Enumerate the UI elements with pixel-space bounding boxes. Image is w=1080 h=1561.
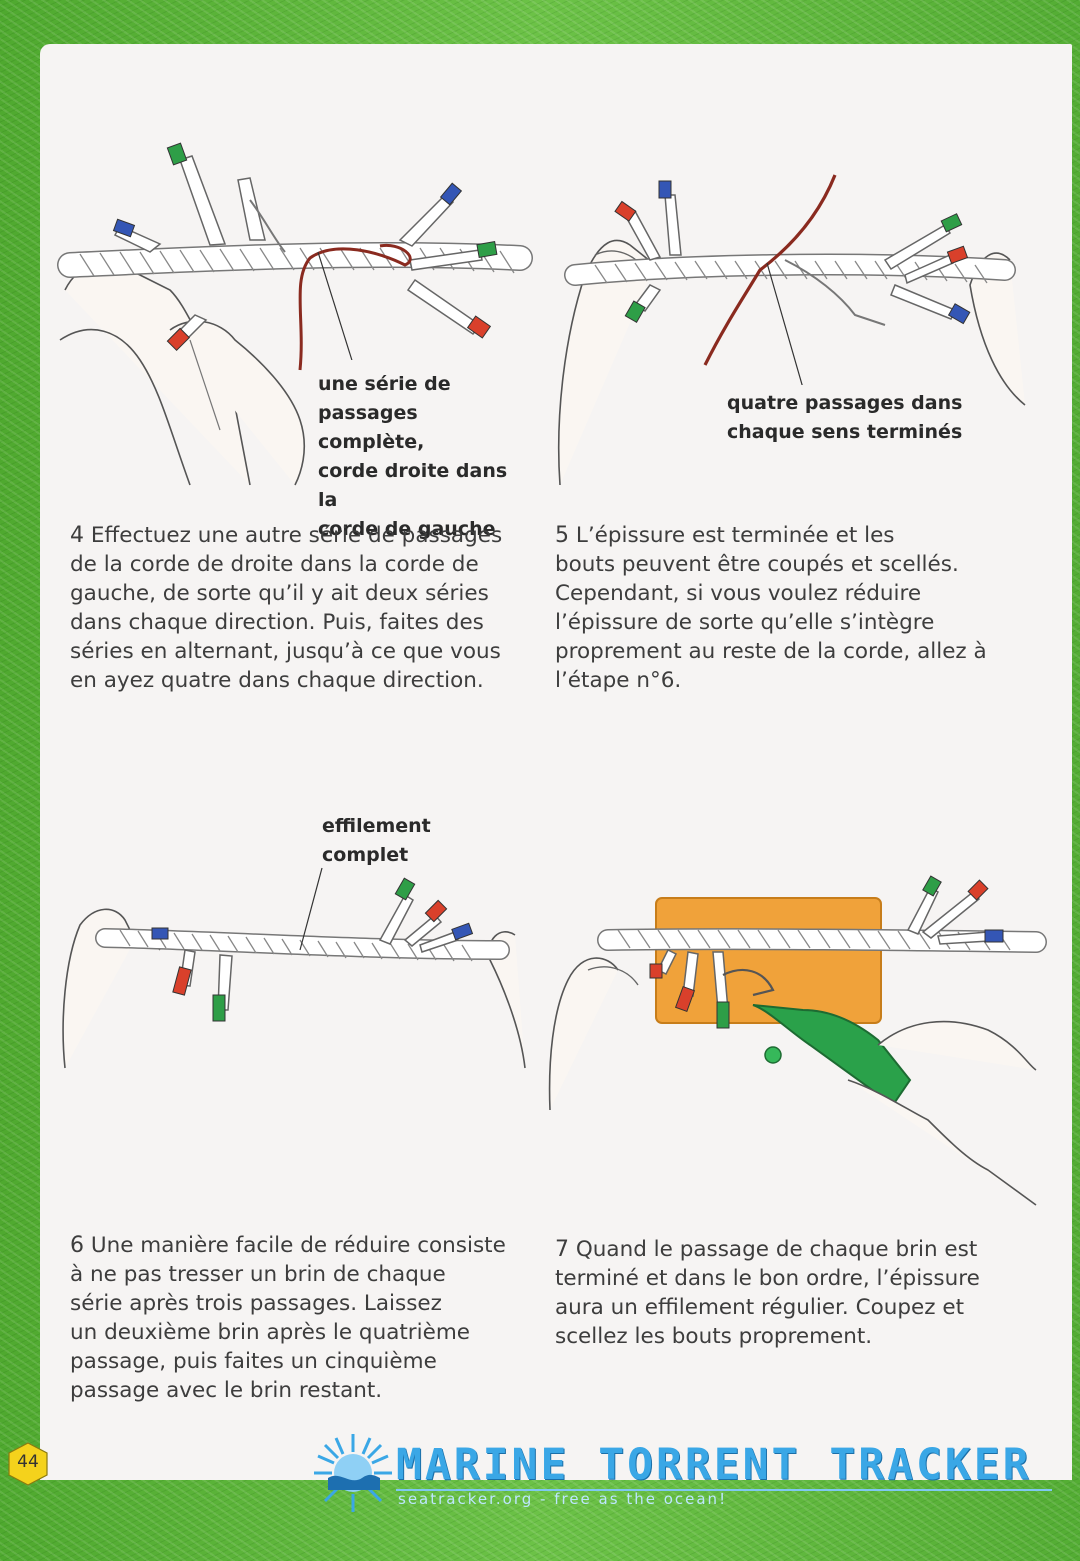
step-7-instructions: 7 Quand le passage de chaque brin est te…	[555, 1235, 1015, 1351]
illustration-step-7	[548, 870, 1047, 1210]
watermark-title: MARINE TORRENT TRACKER	[396, 1440, 1032, 1490]
illustration-step-6: effilement complet	[60, 810, 530, 1075]
sun-wave-logo-icon	[314, 1434, 392, 1512]
callout-step-6-line-2: complet	[322, 844, 409, 866]
callout-step-4-line-2: passages complète,	[318, 402, 425, 453]
callout-step-4: une série de passages complète, corde dr…	[318, 370, 530, 544]
callout-step-5: quatre passages dans chaque sens terminé…	[727, 389, 962, 447]
step-4-number: 4	[70, 523, 84, 548]
page-number-badge: 44	[6, 1441, 50, 1487]
step-4-text: Effectuez une autre série de passages de…	[70, 523, 503, 693]
step-7-text: Quand le passage de chaque brin est term…	[555, 1237, 980, 1349]
illustration-step-5: quatre passages dans chaque sens terminé…	[555, 165, 1026, 490]
step-4-instructions: 4 Effectuez une autre série de passages …	[70, 521, 530, 695]
book-page	[40, 44, 1072, 1480]
step-6-text: Une manière facile de réduire consiste à…	[70, 1233, 506, 1403]
watermark-divider	[396, 1489, 1052, 1491]
step-5-text: L’épissure est terminée et les bouts peu…	[555, 523, 987, 693]
rope-splice-drawing-6	[62, 867, 526, 1069]
page-number: 44	[17, 1452, 39, 1472]
hexagon-icon	[8, 1442, 48, 1486]
step-7-number: 7	[555, 1237, 569, 1262]
callout-step-4-line-1: une série de	[318, 373, 451, 395]
callout-step-6: effilement complet	[322, 812, 431, 870]
callout-step-5-line-1: quatre passages dans	[727, 392, 963, 414]
rope-splice-drawing-4	[57, 142, 533, 490]
step-6-number: 6	[70, 1233, 84, 1258]
callout-step-4-line-4: corde de gauche	[318, 518, 496, 540]
illustration-step-4: une série de passages complète, corde dr…	[57, 140, 533, 540]
callout-step-5-line-2: chaque sens terminés	[727, 421, 963, 443]
callout-step-4-line-3: corde droite dans la	[318, 460, 508, 511]
callout-step-6-line-1: effilement	[322, 815, 431, 837]
rope-sealing-drawing-7	[548, 875, 1047, 1206]
step-5-instructions: 5 L’épissure est terminée et les bouts p…	[555, 521, 1015, 695]
step-5-number: 5	[555, 523, 569, 548]
step-6-instructions: 6 Une manière facile de réduire consiste…	[70, 1231, 530, 1405]
watermark-subtitle: seatracker.org - free as the ocean!	[398, 1490, 728, 1508]
rope-splice-drawing-5	[557, 174, 1026, 486]
